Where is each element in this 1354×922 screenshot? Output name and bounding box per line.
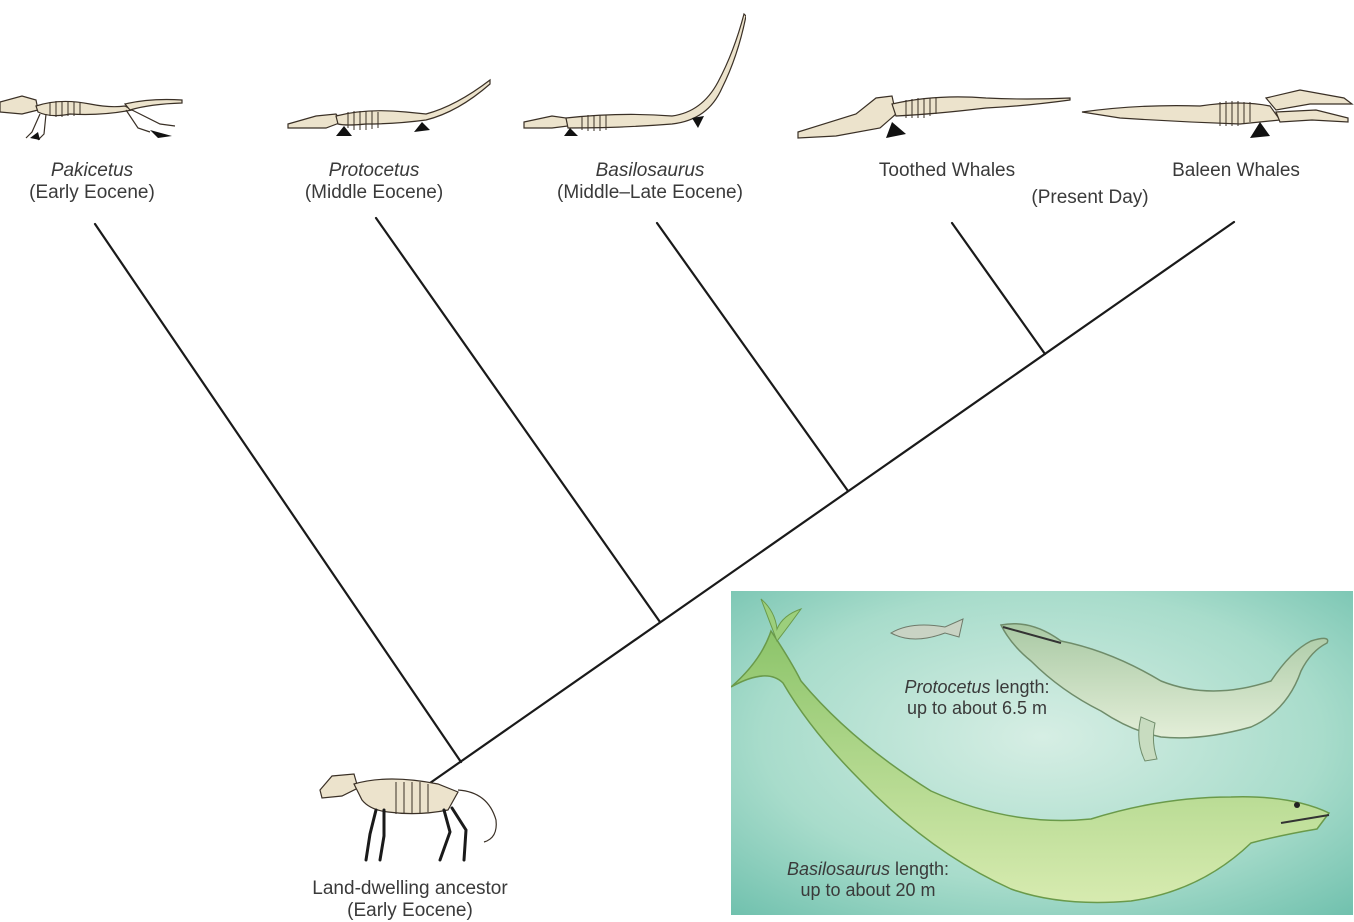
basilosaurus-skeleton-icon: [522, 12, 746, 138]
taxon-period: (Early Eocene): [10, 182, 174, 204]
taxon-name: Baleen Whales: [1158, 160, 1314, 182]
branch-protocetus: [376, 218, 660, 622]
taxon-label-baleen-whales: Baleen Whales: [1158, 160, 1314, 182]
ancestor-period: (Early Eocene): [290, 900, 530, 922]
taxon-name: Protocetus: [284, 160, 464, 182]
ancestor-label: Land-dwelling ancestor (Early Eocene): [290, 878, 530, 922]
reconstruction-inset: Protocetus length: up to about 6.5 m Bas…: [731, 591, 1353, 915]
taxon-period: (Middle–Late Eocene): [540, 182, 760, 204]
ancestor-name: Land-dwelling ancestor: [290, 878, 530, 900]
taxon-period: (Middle Eocene): [284, 182, 464, 204]
branch-pakicetus: [95, 224, 461, 762]
taxon-name: Basilosaurus: [540, 160, 760, 182]
branch-toothed-whales: [952, 223, 1045, 354]
taxon-label-pakicetus: Pakicetus (Early Eocene): [10, 160, 174, 204]
taxon-name: Toothed Whales: [862, 160, 1032, 182]
basilosaurus-size-label: Basilosaurus length: up to about 20 m: [779, 859, 957, 901]
taxon-label-toothed-whales: Toothed Whales: [862, 160, 1032, 182]
baleen-whale-skeleton-icon: [1080, 82, 1354, 148]
taxon-name: Pakicetus: [10, 160, 174, 182]
protocetus-size-label: Protocetus length: up to about 6.5 m: [893, 677, 1061, 719]
pakicetus-skeleton-icon: [0, 88, 190, 144]
taxon-label-basilosaurus: Basilosaurus (Middle–Late Eocene): [540, 160, 760, 204]
present-day-label: (Present Day): [1020, 187, 1160, 209]
land-ancestor-skeleton-icon: [318, 760, 502, 868]
protocetus-skeleton-icon: [286, 78, 492, 136]
taxon-label-protocetus: Protocetus (Middle Eocene): [284, 160, 464, 204]
toothed-whale-skeleton-icon: [796, 88, 1072, 148]
branch-basilosaurus: [657, 223, 848, 491]
